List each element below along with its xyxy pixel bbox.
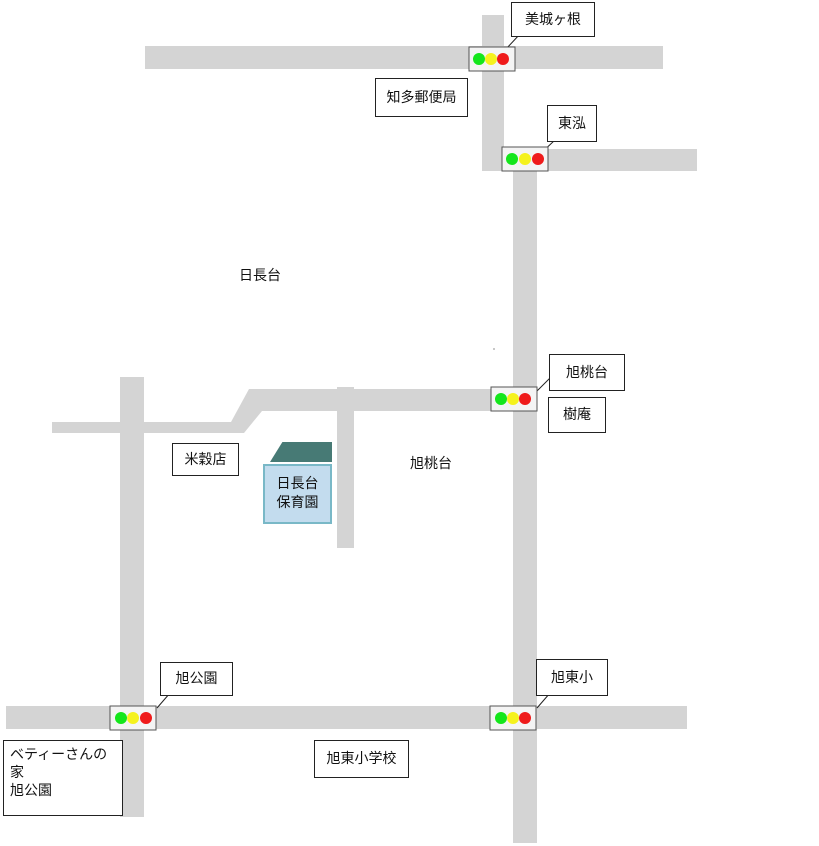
traffic-signal-kyoku-park bbox=[109, 705, 157, 731]
middle-horizontal-road bbox=[52, 389, 537, 433]
callout-tokou: 東泓 bbox=[547, 105, 597, 142]
signal-red-light bbox=[532, 153, 544, 165]
top-vertical-road bbox=[482, 15, 504, 160]
callout-kyokutodai-signal: 旭桃台 bbox=[549, 354, 625, 391]
signal-red-light bbox=[519, 393, 531, 405]
top-horizontal-road bbox=[145, 46, 663, 69]
map-dot bbox=[493, 348, 495, 350]
signal-green-light bbox=[495, 393, 507, 405]
signal-green-light bbox=[506, 153, 518, 165]
signal-green-light bbox=[115, 712, 127, 724]
signal-red-light bbox=[497, 53, 509, 65]
callout-kyoku-park: 旭公園 bbox=[160, 662, 233, 696]
nichichodai-nursery: 日長台 保育園 bbox=[263, 464, 332, 524]
bottom-horizontal-road bbox=[6, 706, 687, 729]
traffic-signal-kyoku-east bbox=[489, 705, 537, 731]
callout-mishirogane: 美城ヶ根 bbox=[511, 2, 595, 37]
signal-green-light bbox=[473, 53, 485, 65]
area-label-nichichodai: 日長台 bbox=[239, 268, 281, 284]
betty-house-line1: ベティーさんの家 bbox=[10, 747, 108, 781]
area-label-kyokutodai: 旭桃台 bbox=[410, 456, 452, 472]
nursery-name-line2: 保育園 bbox=[276, 495, 319, 511]
kyokutodai-callout-line bbox=[536, 377, 551, 392]
traffic-signal-tokou bbox=[501, 146, 549, 172]
signal-yellow-light bbox=[127, 712, 139, 724]
left-vertical-road bbox=[120, 377, 144, 817]
signal-yellow-light bbox=[485, 53, 497, 65]
traffic-signal-kyokutodai bbox=[490, 386, 538, 412]
nursery-name-line1: 日長台 bbox=[276, 476, 319, 492]
callout-chita-post-office: 知多郵便局 bbox=[375, 78, 468, 117]
traffic-signal-top bbox=[468, 46, 516, 72]
callout-betty-house: ベティーさんの家 旭公園 bbox=[3, 740, 123, 816]
main-vertical-road bbox=[513, 149, 537, 843]
label-rice-store: 米穀店 bbox=[172, 443, 239, 476]
signal-yellow-light bbox=[507, 712, 519, 724]
callout-kyoku-east-elementary: 旭東小 bbox=[536, 659, 608, 696]
signal-red-light bbox=[519, 712, 531, 724]
callout-kyoku-east-elementary-school: 旭東小学校 bbox=[314, 740, 409, 778]
nursery-roof bbox=[270, 442, 332, 462]
betty-house-line2: 旭公園 bbox=[10, 783, 52, 799]
signal-yellow-light bbox=[519, 153, 531, 165]
signal-green-light bbox=[495, 712, 507, 724]
signal-yellow-light bbox=[507, 393, 519, 405]
callout-jyuan: 樹庵 bbox=[548, 397, 606, 433]
center-short-road bbox=[337, 387, 354, 548]
signal-red-light bbox=[140, 712, 152, 724]
